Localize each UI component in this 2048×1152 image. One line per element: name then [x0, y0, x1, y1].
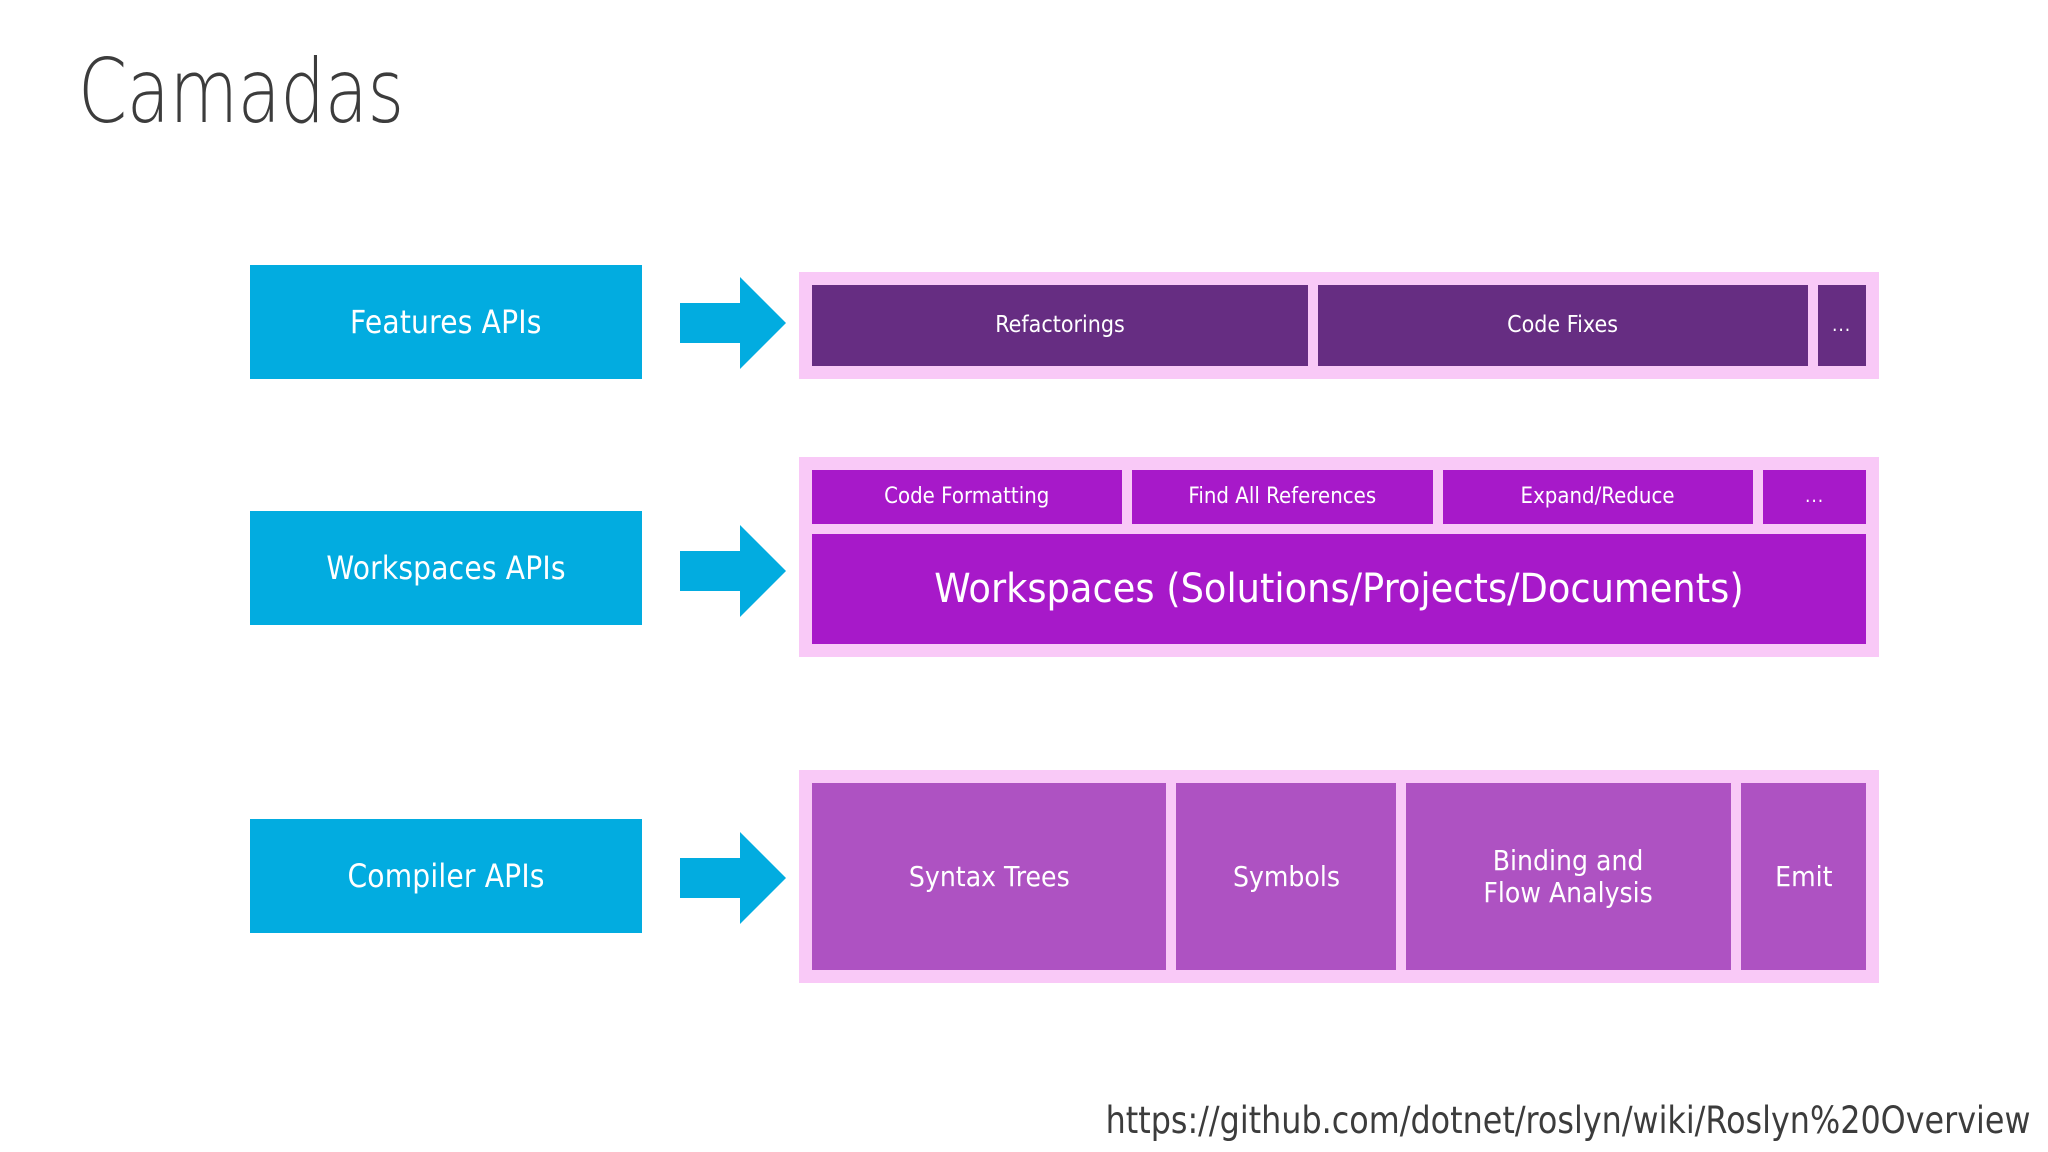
right-arrow-icon [680, 523, 788, 619]
cell-more-ellipsis: ... [1818, 285, 1866, 366]
right-arrow-icon [680, 830, 788, 926]
layer-label-workspaces: Workspaces APIs [250, 511, 642, 625]
source-url[interactable]: https://github.com/dotnet/roslyn/wiki/Ro… [1105, 1099, 2030, 1142]
layer-group-features: Refactorings Code Fixes ... [799, 272, 1879, 379]
cell-expand-reduce: Expand/Reduce [1443, 470, 1753, 524]
layer-stack-workspaces: Code Formatting Find All References Expa… [812, 470, 1866, 644]
cell-symbols: Symbols [1176, 783, 1396, 970]
right-arrow-icon [680, 275, 788, 371]
layer-label-features: Features APIs [250, 265, 642, 379]
cell-code-fixes: Code Fixes [1318, 285, 1808, 366]
cell-emit: Emit [1741, 783, 1866, 970]
page-title: Camadas [78, 40, 404, 143]
cell-more-ellipsis: ... [1763, 470, 1866, 524]
layer-label-workspaces-text: Workspaces APIs [326, 549, 566, 587]
cell-refactorings: Refactorings [812, 285, 1308, 366]
layer-label-compiler: Compiler APIs [250, 819, 642, 933]
layer-group-compiler: Syntax Trees Symbols Binding and Flow An… [799, 770, 1879, 983]
layer-row-workspaces-bottom: Workspaces (Solutions/Projects/Documents… [812, 534, 1866, 644]
cell-code-formatting: Code Formatting [812, 470, 1122, 524]
cell-workspaces-bar: Workspaces (Solutions/Projects/Documents… [812, 534, 1866, 644]
cell-binding-and-flow-analysis: Binding and Flow Analysis [1406, 783, 1731, 970]
layer-row-features: Refactorings Code Fixes ... [812, 285, 1866, 366]
layer-label-compiler-text: Compiler APIs [347, 857, 545, 895]
layer-label-features-text: Features APIs [350, 303, 542, 341]
layer-row-compiler: Syntax Trees Symbols Binding and Flow An… [812, 783, 1866, 970]
layer-group-workspaces: Code Formatting Find All References Expa… [799, 457, 1879, 657]
cell-syntax-trees: Syntax Trees [812, 783, 1166, 970]
cell-find-all-references: Find All References [1132, 470, 1433, 524]
layer-row-workspaces-top: Code Formatting Find All References Expa… [812, 470, 1866, 524]
